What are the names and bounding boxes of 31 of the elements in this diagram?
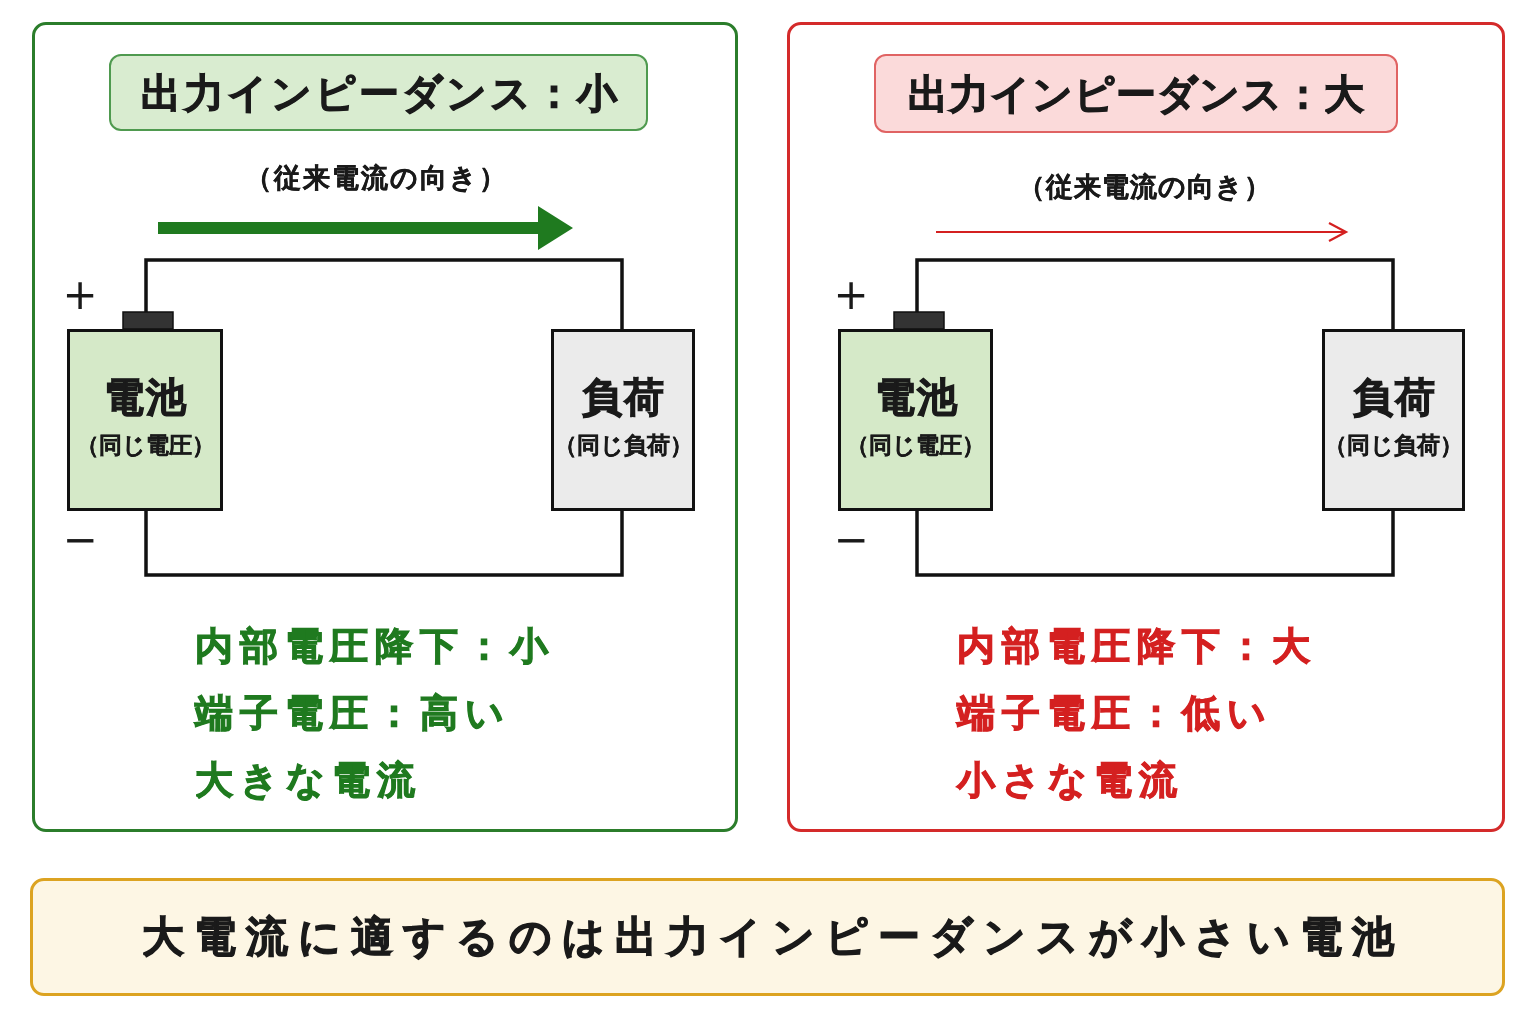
panel (32, 22, 738, 832)
load-box (1322, 329, 1465, 511)
part-name: 負荷 (581, 374, 666, 420)
polarity-sign: − (833, 519, 869, 561)
part-note: （同じ電圧） (75, 432, 215, 459)
polarity-sign: + (833, 274, 869, 316)
part-note: （同じ負荷） (1324, 432, 1463, 459)
result-text: 小さな電流 (957, 759, 1184, 803)
result-text: 大きな電流 (195, 759, 422, 803)
heading-box: 出力インピーダンス：小 (109, 54, 648, 131)
part-note: （同じ負荷） (553, 432, 693, 459)
panel (787, 22, 1505, 832)
result-text: 内部電圧降下：大 (957, 625, 1317, 669)
part-name: 電池 (103, 374, 188, 420)
summary-box: 大電流に適するのは出力インピーダンスが小さい電池 (30, 878, 1505, 996)
wire (144, 511, 624, 577)
polarity-sign: + (62, 274, 98, 316)
wire (915, 258, 1395, 329)
result-text: 内部電圧降下：小 (195, 625, 555, 669)
direction-caption: （従来電流の向き） (243, 162, 508, 194)
part-note: （同じ電圧） (846, 432, 985, 459)
result-text: 端子電圧：高い (195, 692, 511, 736)
result-text: 端子電圧：低い (957, 692, 1273, 736)
part-name: 電池 (873, 374, 959, 420)
heading-box: 出力インピーダンス：大 (874, 54, 1398, 133)
part-name: 負荷 (1351, 374, 1437, 420)
direction-caption: （従来電流の向き） (1016, 171, 1272, 203)
load-box (551, 329, 695, 511)
wire (915, 511, 1395, 577)
wire (144, 258, 624, 329)
polarity-sign: − (62, 519, 98, 561)
